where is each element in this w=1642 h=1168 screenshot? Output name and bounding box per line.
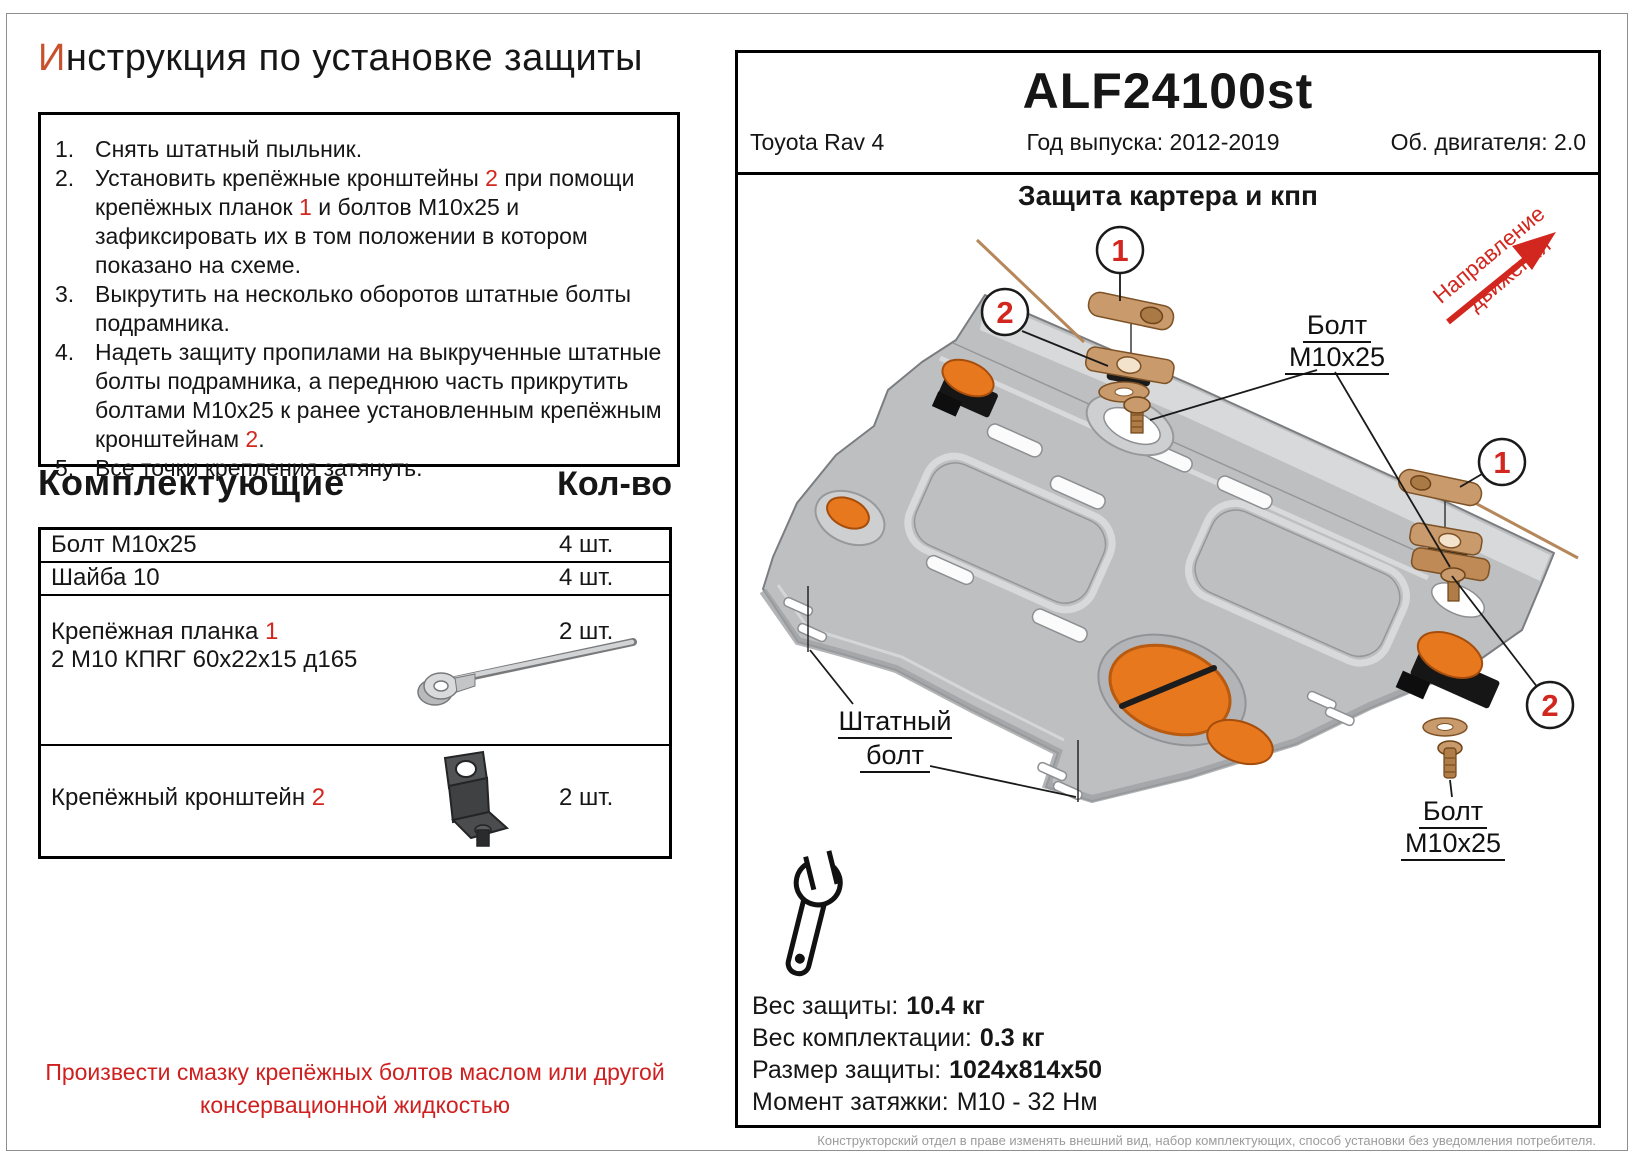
drawing-title: Защита картера и кпп — [1018, 180, 1318, 211]
engine-volume: Об. двигателя: 2.0 — [1390, 129, 1586, 155]
stock-bolt-label: Штатный болт — [838, 706, 952, 773]
svg-text:Болт: Болт — [1423, 796, 1483, 826]
quantity-value: 2 шт. — [559, 618, 614, 645]
svg-text:Штатный: Штатный — [839, 706, 952, 736]
instruction-item: 2.Установить крепёжные кронштейны 2 при … — [55, 165, 635, 278]
instructions-box: 1.Снять штатный пыльник. 2.Установить кре… — [38, 112, 680, 481]
quantity-value: 2 шт. — [559, 784, 614, 811]
instruction-item: 4.Надеть защиту пропилами на выкрученные… — [55, 339, 662, 452]
center-mount-hardware — [975, 238, 1175, 434]
instruction-item: 3.Выкрутить на несколько оборотов штатны… — [55, 281, 632, 336]
instruction-item: 1.Снять штатный пыльник. — [55, 136, 363, 162]
wrench-icon — [785, 846, 843, 977]
direction-arrow: Направление движения — [1428, 201, 1556, 325]
mounting-bracket-image — [443, 750, 510, 847]
leader-lines — [807, 273, 1539, 802]
callout-1-right: 1 — [1477, 437, 1527, 487]
plug-top-left — [941, 358, 995, 398]
skid-plate-diagram: Направление движения — [759, 201, 1579, 977]
spec-line: Размер защиты:1024x814x50 — [752, 1056, 1103, 1084]
diagram-labels: Болт М10х25 Болт М10х25 Штатный болт — [838, 310, 1505, 861]
components-header: Комплектующие Кол-во — [38, 462, 672, 504]
quantity-heading: Кол-во — [557, 465, 672, 503]
callouts: 1 2 1 2 — [980, 225, 1575, 730]
plug-bottom-small — [1206, 718, 1274, 766]
svg-text:2: 2 — [1541, 688, 1558, 723]
panel-divider — [738, 172, 1598, 175]
spec-line: Вес защиты:10.4 кг — [752, 992, 985, 1020]
instruction-item: 5.Все точки крепления затянуть. — [55, 455, 423, 481]
title-accent-letter: И — [38, 37, 66, 79]
product-code: ALF24100st — [1022, 63, 1314, 119]
svg-text:М10х25: М10х25 — [1289, 342, 1385, 372]
svg-text:1: 1 — [1111, 233, 1128, 268]
plug-center-large — [1108, 643, 1232, 737]
bolt-label-bottom: Болт М10х25 — [1401, 796, 1505, 861]
lubrication-note: Произвести смазку крепёжных болтов масло… — [45, 1059, 665, 1118]
panel-footer: Конструкторский отдел в праве изменять в… — [817, 1133, 1596, 1148]
bolt-label-top: Болт М10х25 — [1285, 310, 1389, 375]
table-row: Крепёжный кронштейн 2 2 шт. — [41, 744, 669, 856]
svg-text:1: 1 — [1493, 445, 1510, 480]
specs-block: Вес защиты:10.4 кг Вес комплектации:0.3 к… — [752, 990, 1102, 1118]
product-panel: ALF24100st Toyota Rav 4 Год выпуска: 201… — [735, 50, 1601, 1128]
svg-text:Болт: Болт — [1307, 310, 1367, 340]
svg-text:болт: болт — [866, 740, 924, 770]
title-rest: нструкция по установке защиты — [65, 37, 643, 79]
year-range: Год выпуска: 2012-2019 — [1026, 129, 1280, 155]
page-frame — [6, 13, 1628, 1151]
callout-2-center: 2 — [980, 287, 1030, 337]
plate-fittings — [826, 358, 1500, 766]
svg-text:2: 2 — [996, 295, 1013, 330]
plug-left — [826, 496, 870, 530]
plug-right — [1416, 631, 1484, 679]
callout-2-right: 2 — [1525, 680, 1575, 730]
page-title: Инструкция по установке защиты — [38, 36, 678, 80]
callout-1-center: 1 — [1095, 225, 1145, 275]
mounting-strip-image — [417, 638, 637, 706]
quantity-value: 4 шт. — [559, 564, 614, 591]
spec-line: Вес комплектации:0.3 кг — [752, 1024, 1045, 1052]
svg-text:М10х25: М10х25 — [1405, 828, 1501, 858]
quantity-value: 4 шт. — [559, 531, 614, 558]
instructions-list: 1.Снять штатный пыльник. 2.Установить кре… — [55, 135, 669, 483]
product-meta-row: Toyota Rav 4 Год выпуска: 2012-2019 Об. … — [750, 129, 1586, 156]
components-heading: Комплектующие — [38, 462, 346, 503]
spec-line: Момент затяжки:М10 - 32 Нм — [752, 1088, 1098, 1116]
vehicle-name: Toyota Rav 4 — [750, 129, 885, 155]
